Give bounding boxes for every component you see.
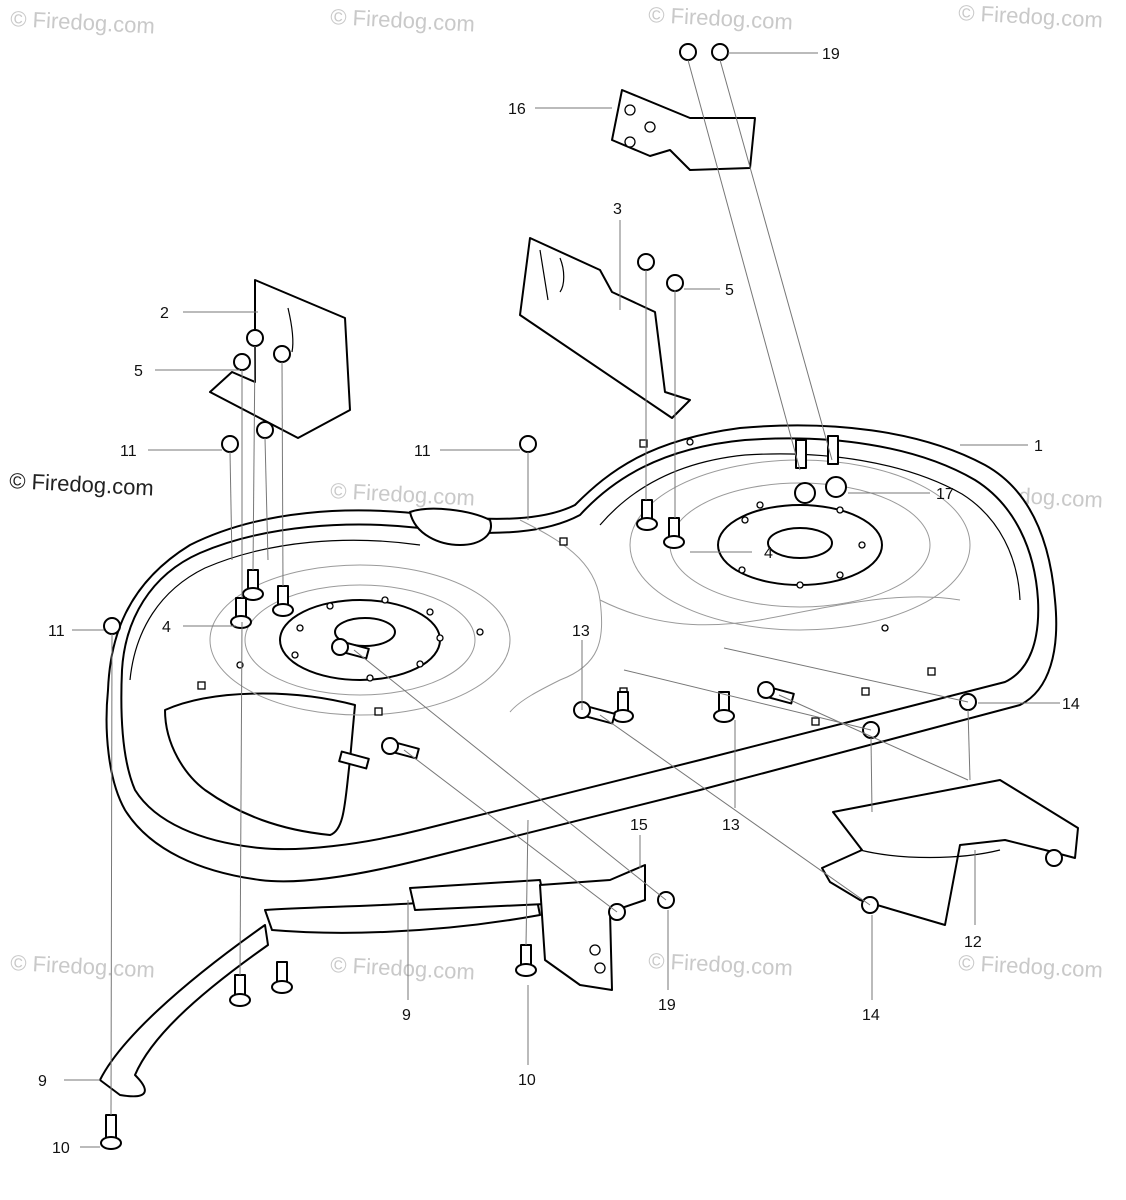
center-bracket	[519, 237, 691, 419]
watermark: © Firedog.com	[648, 2, 794, 35]
watermark: © Firedog.com	[958, 0, 1104, 33]
watermark: © Firedog.com	[958, 950, 1104, 983]
watermark: © Firedog.com	[10, 6, 156, 39]
callout-label: 2	[160, 305, 169, 322]
rear-bracket-15	[539, 864, 646, 991]
callout-label: 1	[1034, 438, 1043, 455]
callout-label: 4	[764, 545, 773, 562]
front-hanger-arm	[99, 879, 546, 1098]
callout-label: 16	[508, 101, 526, 118]
callout-label: 5	[725, 282, 734, 299]
mower-deck-housing	[105, 424, 1058, 883]
callout-label: 12	[964, 934, 982, 951]
callout-label: 14	[862, 1007, 880, 1024]
callout-label: 19	[658, 997, 676, 1014]
callout-label: 4	[162, 619, 171, 636]
watermark: © Firedog.com	[330, 952, 476, 985]
callout-label: 11	[414, 443, 431, 460]
callout-label: 15	[630, 817, 648, 834]
callout-label: 19	[822, 46, 840, 63]
callout-label: 9	[38, 1073, 47, 1090]
callout-label: 13	[722, 817, 740, 834]
callout-label: 5	[134, 363, 143, 380]
callout-label: 14	[1062, 696, 1080, 713]
callouts: 1 2 3 4 4 5 5 9 9 10 10 11 11 11 12 13 1…	[38, 46, 1080, 1157]
callout-label: 10	[518, 1072, 536, 1089]
rear-bracket-12	[821, 779, 1079, 926]
callout-leaders	[64, 52, 1060, 1148]
deck-holes	[236, 438, 889, 682]
callout-label: 9	[402, 1007, 411, 1024]
callout-label: 13	[572, 623, 590, 640]
watermark: © Firedog.com	[648, 948, 794, 981]
watermark: © Firedog.com	[10, 950, 156, 983]
callout-label: 17	[936, 486, 954, 503]
callout-label: 11	[48, 623, 65, 640]
watermark: © Firedog.com	[330, 4, 476, 37]
top-bracket	[611, 89, 756, 171]
callout-label: 3	[613, 201, 622, 218]
assembly-lines	[110, 59, 971, 1116]
callout-label: 11	[120, 443, 137, 460]
watermark: © Firedog.com	[330, 478, 476, 511]
callout-label: 10	[52, 1140, 70, 1157]
